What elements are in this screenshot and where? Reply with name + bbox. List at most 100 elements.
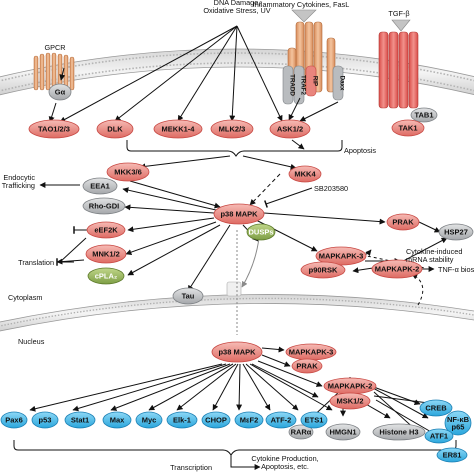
- translation-label: Translation: [18, 258, 54, 267]
- node-tf-1: p53: [31, 411, 59, 429]
- gpcr-label: GPCR: [44, 43, 65, 52]
- node-shape: [64, 411, 96, 429]
- node-shape: [436, 447, 468, 463]
- cytoplasm-label: Cytoplasm: [8, 293, 42, 302]
- node-mapkapk3-bottom: MAPKAPK-3: [285, 343, 337, 361]
- node-label: ASK1/2: [277, 125, 303, 134]
- node-shape: [82, 177, 118, 195]
- node-label: MNK1/2: [92, 250, 120, 259]
- gpcr-receptor: [33, 52, 75, 91]
- node-shape: [444, 410, 472, 436]
- node-shape: [234, 411, 264, 429]
- node-shape: [288, 424, 314, 440]
- node-label: Rho-GDI: [89, 202, 119, 211]
- node-label: p38 MAPK: [218, 348, 256, 357]
- node-shape: [300, 261, 346, 279]
- node-creb: CREB: [419, 399, 453, 417]
- node-label: MKK3/6: [114, 168, 142, 177]
- node-label: PRAK: [296, 362, 318, 371]
- node-shape: [246, 223, 276, 241]
- node-mnk12: MNK1/2: [85, 244, 127, 264]
- node-shape: [265, 411, 297, 429]
- node-shape: [410, 107, 438, 123]
- node-shape: [419, 399, 453, 417]
- node-shape: [135, 411, 163, 429]
- node-shape: [391, 119, 425, 137]
- node-msk12: MSK1/2: [329, 392, 371, 410]
- node-tab1: TAB1: [410, 107, 438, 123]
- transcription-label: Transcription: [170, 463, 212, 472]
- node-shape: [211, 341, 263, 363]
- node-shape: [86, 221, 126, 239]
- node-ef2k: eEF2K: [86, 221, 126, 239]
- node-label: TAK1: [398, 124, 417, 133]
- node-dusps: DUSPs: [246, 223, 276, 241]
- node-shape: [438, 223, 474, 241]
- node-label: p53: [39, 416, 52, 425]
- node-hmgn1: HMGN1: [325, 423, 361, 441]
- node-er81: ER81: [436, 447, 468, 463]
- nucleus-label: Nucleus: [18, 337, 45, 346]
- node-label: EEA1: [90, 182, 110, 191]
- node-mkk4: MKK4: [288, 165, 322, 183]
- node-shape: [371, 259, 423, 279]
- node-tf-7: MεF2: [234, 411, 264, 429]
- node-tf-2: Stat1: [64, 411, 96, 429]
- node-label: DLK: [107, 125, 123, 134]
- node-tf-4: Myc: [135, 411, 163, 429]
- node-label: PRAK: [392, 218, 414, 227]
- node-prak-top: PRAK: [386, 213, 420, 231]
- cytokines-label: Inflammatory Cytokines, FasL: [253, 0, 350, 9]
- node-hsp27: HSP27: [438, 223, 474, 241]
- node-rar: RARα: [288, 424, 314, 440]
- node-shape: [210, 119, 254, 139]
- node-shape: [201, 411, 231, 429]
- node-mkk36: MKK3/6: [106, 162, 150, 182]
- node-label: CHOP: [205, 416, 227, 425]
- node-label: MLK2/3: [219, 125, 246, 134]
- node-label: MKK4: [294, 170, 316, 179]
- node-tf-8: ATF-2: [265, 411, 297, 429]
- node-p38-top: p38 MAPK: [213, 203, 265, 225]
- node-shape: [96, 119, 134, 139]
- traf2: [293, 65, 305, 105]
- node-label: Tau: [182, 292, 195, 301]
- tradd: [282, 65, 294, 105]
- apoptosis-label: Apoptosis: [344, 146, 376, 155]
- node-label: ETS1: [305, 416, 324, 425]
- node-shape: [0, 411, 28, 429]
- stress-label: DNA Damage,Oxidative Stress, UV: [203, 0, 270, 15]
- node-ask12: ASK1/2: [269, 119, 311, 139]
- node-rhogdi: Rho-GDI: [82, 197, 126, 215]
- node-atf1: ATF1: [424, 428, 454, 444]
- node-tau: Tau: [172, 287, 204, 305]
- node-label: MEKK1-4: [162, 125, 196, 134]
- node-tf-6: CHOP: [201, 411, 231, 429]
- node-label: DUSPs: [248, 228, 273, 237]
- node-label: cPLA₂: [95, 272, 118, 281]
- node-label: Pax6: [5, 416, 23, 425]
- node-shape: [424, 428, 454, 444]
- cytokine-ligand: [291, 9, 317, 23]
- node-label: Max: [110, 416, 125, 425]
- node-shape: [106, 162, 150, 182]
- node-label: MAPKAPK-3: [319, 252, 364, 261]
- node-label: ATF1: [430, 432, 448, 441]
- node-p90rsk: p90RSK: [300, 261, 346, 279]
- cytokine-receptor: TRADD TRAF2 RIP Daxx: [282, 9, 346, 105]
- tnf-biosynthesis-label: TNF-α biosynthesis: [438, 265, 474, 274]
- node-label: ATF-2: [271, 416, 292, 425]
- node-shape: [85, 244, 127, 264]
- node-shape: [166, 411, 198, 429]
- node-label: HMGN1: [329, 428, 356, 437]
- node-label: RARα: [291, 428, 312, 437]
- node-label: p90RSK: [309, 266, 338, 275]
- node-mapkapk2-bottom: MAPKAPK-2: [323, 377, 377, 395]
- node-tf-9: ETS1: [300, 411, 328, 429]
- nuclear-pore: [226, 281, 242, 297]
